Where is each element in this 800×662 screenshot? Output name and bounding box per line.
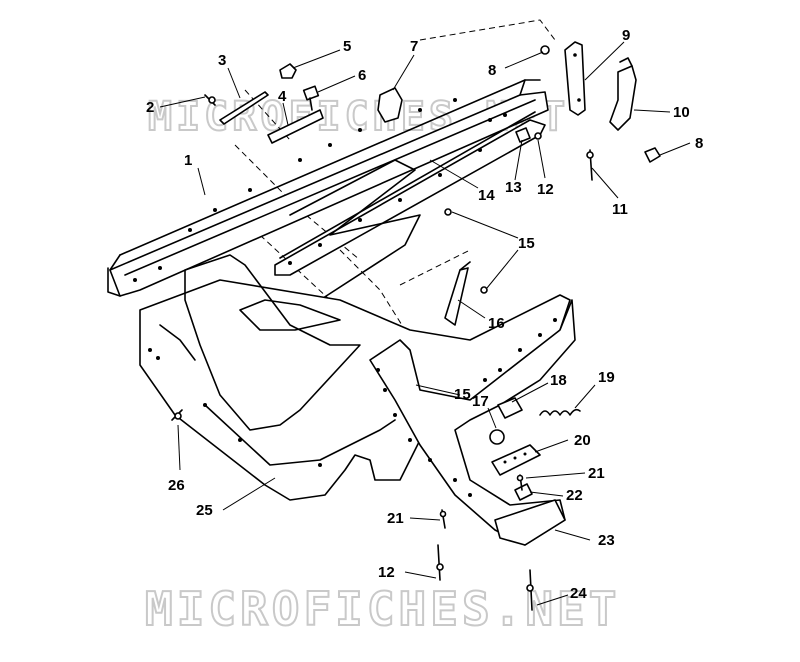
callout-1: 1 [184, 152, 192, 169]
callout-22: 22 [566, 487, 583, 504]
pin-left [439, 509, 447, 529]
callout-14: 14 [478, 187, 495, 204]
pin-right [516, 474, 524, 491]
bolt-head [302, 85, 320, 111]
callout-21-right: 21 [588, 465, 605, 482]
callout-25: 25 [196, 502, 213, 519]
grommet [279, 63, 297, 79]
callout-26: 26 [168, 477, 185, 494]
callout-2: 2 [146, 99, 154, 116]
mount-bracket [444, 261, 471, 326]
screw-lower [436, 544, 444, 581]
callout-17: 17 [472, 393, 489, 410]
callout-labels: 1 2 3 4 5 6 7 8 8 9 10 11 12 12 13 14 15… [146, 27, 703, 602]
callout-19: 19 [598, 369, 615, 386]
bracket-strip [267, 109, 324, 144]
leader-lines [159, 41, 691, 606]
screw-top [534, 132, 542, 140]
callout-15-upper: 15 [518, 235, 535, 252]
callout-18: 18 [550, 372, 567, 389]
callout-8-lower: 8 [695, 135, 703, 152]
hinge-bracket [564, 41, 586, 116]
retainer-clip [219, 91, 269, 125]
callout-11: 11 [612, 201, 628, 218]
callout-21-left: 21 [387, 510, 404, 527]
rivet-pin [586, 149, 594, 181]
screw-left [171, 409, 183, 421]
watermark-bottom: MICROFICHES.NET [145, 582, 620, 636]
callout-10: 10 [673, 104, 690, 121]
callout-13: 13 [505, 179, 522, 196]
bushing [514, 483, 533, 501]
inner-plate [239, 159, 421, 336]
hinge-plate [491, 444, 541, 476]
spring [539, 408, 581, 416]
clip-block [497, 397, 523, 419]
corner-guard [494, 499, 566, 546]
callout-24: 24 [570, 585, 587, 602]
callout-3: 3 [218, 52, 226, 69]
screw-small [204, 94, 216, 106]
callout-12-upper: 12 [537, 181, 554, 198]
cap-nut-lower [644, 147, 661, 163]
fastener-upper [444, 208, 452, 216]
right-side-rail [369, 299, 576, 546]
callout-8-upper: 8 [488, 62, 496, 79]
latch-block [377, 87, 403, 123]
callout-23: 23 [598, 532, 615, 549]
fastener-mid [480, 286, 488, 294]
callout-6: 6 [358, 67, 366, 84]
plug [489, 429, 505, 445]
callout-4: 4 [278, 88, 287, 105]
callout-9: 9 [622, 27, 630, 44]
spacer [515, 127, 531, 143]
callout-20: 20 [574, 432, 591, 449]
callout-16: 16 [488, 315, 505, 332]
callout-15-lower: 15 [454, 386, 471, 403]
bolt-bottom [526, 569, 534, 611]
callout-12-lower: 12 [378, 564, 395, 581]
callout-7: 7 [410, 38, 418, 55]
callout-5: 5 [343, 38, 351, 55]
latch-handle [609, 57, 637, 131]
